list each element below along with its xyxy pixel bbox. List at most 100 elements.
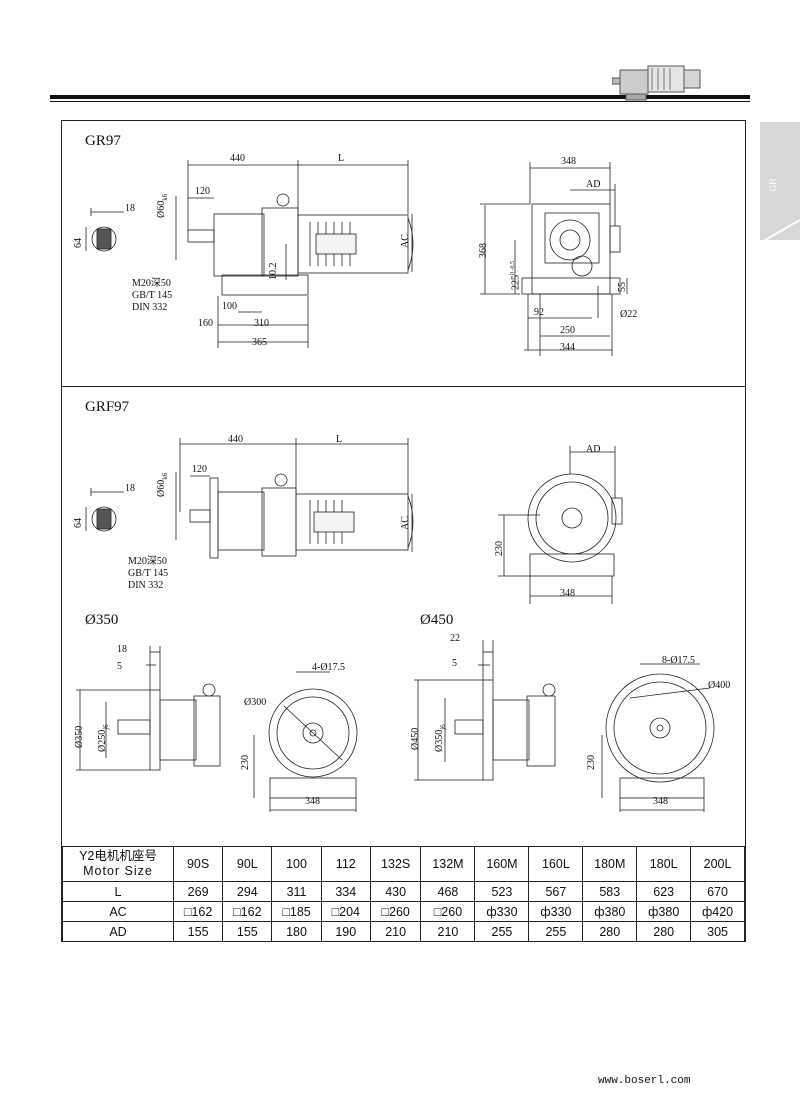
table-cell: 623 bbox=[636, 881, 692, 902]
dim-120-f: 120 bbox=[192, 464, 207, 475]
gr97-title: GR97 bbox=[85, 133, 121, 149]
dim-d350j6: Ø350j6 bbox=[434, 724, 447, 752]
table-cell: 210 bbox=[420, 921, 476, 942]
flange350-title: Ø350 bbox=[85, 612, 119, 628]
dim-348: 348 bbox=[561, 156, 576, 167]
dim-225: 2250 -0.5 bbox=[510, 261, 522, 290]
table-cell: 269 bbox=[172, 881, 224, 902]
table-row-label: AD bbox=[62, 921, 174, 942]
dim-L-f: L bbox=[336, 434, 343, 445]
table-cell: 280 bbox=[582, 921, 638, 942]
dim-348-350: 348 bbox=[305, 796, 320, 807]
dim-230-f: 230 bbox=[494, 541, 505, 556]
table-row: AD 155 155 180 190 210 210 255 255 280 2… bbox=[62, 921, 745, 942]
table-cell: ф380 bbox=[636, 901, 692, 922]
dim-holes-450: 8-Ø17.5 bbox=[662, 655, 696, 666]
footer-url[interactable]: www.boserl.com bbox=[598, 1075, 691, 1087]
table-cell: 180M bbox=[582, 846, 638, 882]
dim-AD-f: AD bbox=[586, 444, 601, 455]
table-cell: 294 bbox=[222, 881, 273, 902]
table-cell: 311 bbox=[271, 881, 322, 902]
dim-L: L bbox=[338, 153, 345, 164]
dim-64-f: 64 bbox=[73, 518, 84, 528]
table-cell: 670 bbox=[690, 881, 745, 902]
table-cell: 430 bbox=[369, 881, 422, 902]
table-row-label: L bbox=[62, 881, 174, 902]
drawing-frame bbox=[61, 120, 746, 942]
dim-d350: Ø350 bbox=[74, 725, 85, 748]
dim-365: 365 bbox=[252, 337, 267, 348]
dim-18: 18 bbox=[125, 203, 135, 214]
dim-368: 368 bbox=[478, 243, 489, 258]
table-cell: 155 bbox=[222, 921, 273, 942]
dim-5-450: 5 bbox=[452, 658, 457, 669]
motor-size-table: Y2电机机座号 Motor Size 90S 90L 100 112 132S … bbox=[62, 846, 745, 942]
table-row-label: AC bbox=[62, 901, 174, 922]
dim-d300: Ø300 bbox=[244, 697, 267, 708]
dim-348-f: 348 bbox=[560, 588, 575, 599]
table-cell: ф330 bbox=[528, 901, 584, 922]
table-cell: □204 bbox=[320, 901, 371, 922]
dim-10-2: 10.2 bbox=[268, 262, 279, 281]
dim-100: 100 bbox=[222, 301, 237, 312]
table-cell: □185 bbox=[271, 901, 322, 922]
shaft-section-gr97 bbox=[91, 226, 117, 252]
table-cell: 180L bbox=[636, 846, 692, 882]
grf97-title: GRF97 bbox=[85, 399, 130, 415]
side-tab: GR bbox=[760, 122, 800, 240]
dim-5-350: 5 bbox=[117, 661, 122, 672]
table-cell: 90L bbox=[222, 846, 273, 882]
table-cell: 180 bbox=[271, 921, 322, 942]
table-row: L 269 294 311 334 430 468 523 567 583 62… bbox=[62, 881, 745, 902]
gear-motor-logo-icon bbox=[612, 65, 701, 101]
dim-120: 120 bbox=[195, 186, 210, 197]
dim-250: 250 bbox=[560, 325, 575, 336]
table-cell: □260 bbox=[369, 901, 422, 922]
dim-d60-f: Ø60k6 bbox=[156, 472, 169, 497]
table-cell: 190 bbox=[320, 921, 371, 942]
table-cell: 160M bbox=[474, 846, 530, 882]
table-cell: 468 bbox=[420, 881, 476, 902]
table-cell: 200L bbox=[690, 846, 745, 882]
table-cell: 112 bbox=[320, 846, 371, 882]
table-cell: 567 bbox=[528, 881, 584, 902]
side-tab-diagonal bbox=[759, 219, 800, 244]
dim-AC-f: AC bbox=[400, 516, 411, 530]
table-cell: ф420 bbox=[690, 901, 745, 922]
table-cell: 334 bbox=[320, 881, 371, 902]
section-divider bbox=[62, 386, 745, 387]
dim-230-450: 230 bbox=[586, 755, 597, 770]
dim-d22: Ø22 bbox=[620, 309, 638, 320]
table-cell: 132M bbox=[420, 846, 476, 882]
table-cell: 280 bbox=[636, 921, 692, 942]
table-cell: 132S bbox=[369, 846, 422, 882]
dim-440: 440 bbox=[230, 153, 245, 164]
dim-64: 64 bbox=[73, 238, 84, 248]
table-cell: 583 bbox=[582, 881, 638, 902]
table-cell: ф380 bbox=[582, 901, 638, 922]
table-cell: 255 bbox=[474, 921, 530, 942]
dim-d250j6: Ø250j6 bbox=[97, 724, 110, 752]
dim-d60: Ø60k6 bbox=[156, 193, 169, 218]
table-cell: 160L bbox=[528, 846, 584, 882]
dim-92: 92 bbox=[534, 307, 544, 318]
table-cell: 255 bbox=[528, 921, 584, 942]
dim-holes-350: 4-Ø17.5 bbox=[312, 662, 346, 673]
table-cell: □162 bbox=[222, 901, 273, 922]
dim-344: 344 bbox=[560, 342, 575, 353]
header-rule-thin bbox=[50, 101, 750, 102]
table-cell: 210 bbox=[369, 921, 422, 942]
dim-d450: Ø450 bbox=[410, 727, 421, 750]
table-cell: 523 bbox=[474, 881, 530, 902]
dim-230-350: 230 bbox=[240, 755, 251, 770]
dim-d400: Ø400 bbox=[708, 680, 731, 691]
dim-22-450: 22 bbox=[450, 633, 460, 644]
dim-348-450: 348 bbox=[653, 796, 668, 807]
dim-440-f: 440 bbox=[228, 434, 243, 445]
dim-AD: AD bbox=[586, 179, 601, 190]
table-cell: 305 bbox=[690, 921, 745, 942]
dim-18-f: 18 bbox=[125, 483, 135, 494]
dim-55: 55 bbox=[617, 282, 628, 292]
table-row: AC □162 □162 □185 □204 □260 □260 ф330 ф3… bbox=[62, 901, 745, 922]
